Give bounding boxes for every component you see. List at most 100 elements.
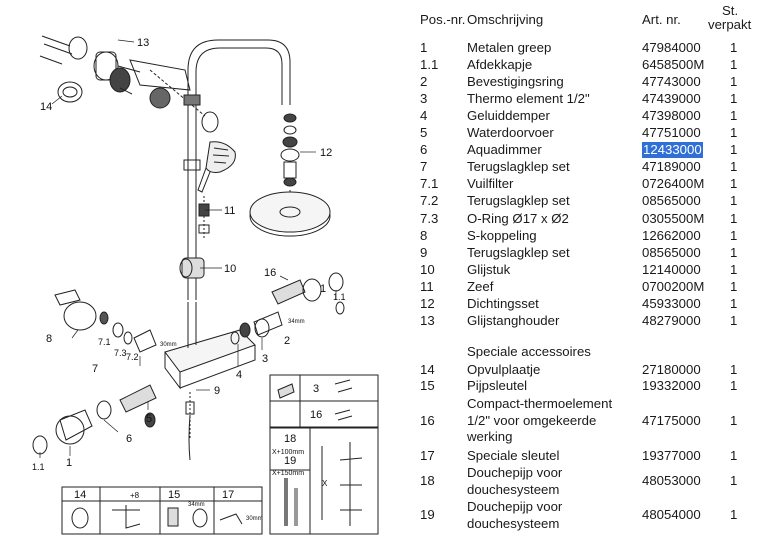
callout-3: 3 <box>262 353 268 365</box>
boxb-x100: X+100mm <box>272 449 304 456</box>
accessory-quantity: 1 <box>730 507 738 523</box>
part-quantity: 1 <box>730 40 738 55</box>
part-description: Terugslagklep set <box>467 193 570 209</box>
dim-30mm: 30mm <box>160 342 177 348</box>
parts-list: Pos.-nr. Omschrijving Art. nr. St. verpa… <box>412 0 760 549</box>
part-article-number: 47189000 <box>642 159 701 175</box>
callout-1-right: 1 <box>320 283 326 295</box>
part-quantity: 1 <box>730 57 738 73</box>
part-pos: 13 <box>420 312 435 328</box>
accessory-description-line: douchesysteem <box>467 515 560 531</box>
part-pos: 12 <box>420 295 435 311</box>
boxa-3: 3 <box>313 383 319 395</box>
part-article-number: 6458500M <box>642 57 705 73</box>
col-header-art-nr: Art. nr. <box>642 12 681 27</box>
accessory-description-line: Douchepijp voor <box>467 465 563 480</box>
part-pos: 11 <box>420 278 434 294</box>
part-article-number: 45933000 <box>642 295 701 311</box>
callout-10: 10 <box>224 263 236 275</box>
part-pos: 7.3 <box>420 210 439 226</box>
boxb-18: 18 <box>284 433 296 445</box>
part-quantity: 1 <box>730 159 738 175</box>
hose-part <box>188 414 191 461</box>
boxb-x: X <box>322 479 328 488</box>
accessory-quantity: 1 <box>730 448 738 463</box>
part-description: Glijstanghouder <box>467 312 560 328</box>
boxb-19: 19 <box>284 455 296 467</box>
inset-box-c <box>61 486 263 535</box>
accessory-article-number: 48054000 <box>642 507 701 523</box>
part-article-number: 48279000 <box>642 312 701 328</box>
part-description: Thermo element 1/2" <box>467 91 590 107</box>
boxc-14: 14 <box>74 489 86 501</box>
part-pos: 1 <box>420 40 428 55</box>
part-description: Terugslagklep set <box>467 244 570 260</box>
part-description: Dichtingsset <box>467 295 539 311</box>
part-quantity: 1 <box>730 142 738 158</box>
part-pos: 7 <box>420 159 428 175</box>
accessory-description-line: 1/2" voor omgekeerde <box>467 412 597 428</box>
diagram-labels: 13 14 12 11 10 16 1 1.1 2 3 34mm 8 7.1 7… <box>32 37 346 522</box>
part-description: Glijstuk <box>467 261 511 277</box>
callout-7: 7 <box>92 363 98 375</box>
accessory-description-line: Compact-thermoelement <box>467 396 613 411</box>
overhead-shower <box>249 113 331 237</box>
accessory-article-number: 47175000 <box>642 412 701 428</box>
callout-6: 6 <box>126 433 132 445</box>
part-description: O-Ring Ø17 x Ø2 <box>467 210 569 226</box>
part-pos: 7.2 <box>420 193 439 209</box>
callout-11: 11 <box>224 205 235 217</box>
inset-box-a <box>269 374 379 428</box>
accessory-description-line: Opvulplaatje <box>467 362 541 377</box>
part-pos: 2 <box>420 74 428 90</box>
part-quantity: 1 <box>730 176 738 192</box>
accessory-pos: 18 <box>420 473 435 489</box>
callout-7-3: 7.3 <box>114 348 127 358</box>
part-article-number: 12662000 <box>642 227 701 243</box>
accessory-pos: 19 <box>420 507 435 523</box>
accessory-description-line: Speciale sleutel <box>467 448 560 463</box>
callout-1-1-right: 1.1 <box>333 292 346 302</box>
callout-7-1: 7.1 <box>98 337 111 347</box>
part-article-number: 0305500M <box>642 210 705 226</box>
callout-5: 5 <box>146 413 152 425</box>
accessory-article-number: 27180000 <box>642 362 701 377</box>
callout-4: 4 <box>236 369 242 381</box>
dim-34mm: 34mm <box>288 319 305 325</box>
part-article-number: 12140000 <box>642 261 701 277</box>
col-header-qty-line2: verpakt <box>708 17 752 32</box>
part-pos: 1.1 <box>420 57 439 73</box>
part-description: Afdekkapje <box>467 57 533 73</box>
callout-7-2: 7.2 <box>126 352 139 362</box>
part-description: S-koppeling <box>467 227 537 243</box>
col-header-description: Omschrijving <box>467 12 544 27</box>
part-pos: 3 <box>420 91 428 107</box>
part-article-number-selected: 12433000 <box>642 142 703 159</box>
part-pos: 6 <box>420 142 428 158</box>
part-pos: 9 <box>420 244 428 260</box>
part-description: Geluiddemper <box>467 108 550 124</box>
accessory-article-number: 48053000 <box>642 473 701 489</box>
thermo-element-parts <box>230 272 345 345</box>
inlet-parts <box>32 289 157 455</box>
part-article-number: 0700200M <box>642 278 705 294</box>
part-description: Terugslagklep set <box>467 159 570 175</box>
boxc-30mm: 30mm <box>246 516 263 522</box>
boxc-17: 17 <box>222 489 234 501</box>
part-quantity: 1 <box>730 108 738 124</box>
accessory-quantity: 1 <box>730 473 738 489</box>
part-article-number: 0726400M <box>642 176 705 192</box>
part-article-number: 47743000 <box>642 74 701 90</box>
callout-16: 16 <box>264 267 276 279</box>
part-quantity: 1 <box>730 91 738 107</box>
accessory-pos: 14 <box>420 362 435 377</box>
exploded-parts-diagram: 13 14 12 11 10 16 1 1.1 2 3 34mm 8 7.1 7… <box>32 35 379 535</box>
callout-14: 14 <box>40 101 52 113</box>
part-description: Waterdoorvoer <box>467 125 554 141</box>
accessory-article-number: 19377000 <box>642 448 701 463</box>
part-pos: 10 <box>420 261 435 277</box>
riser-pipe <box>183 39 291 300</box>
col-header-pos: Pos.-nr. <box>420 12 466 27</box>
callout-1-left: 1 <box>66 457 72 469</box>
part-pos: 8 <box>420 227 428 243</box>
